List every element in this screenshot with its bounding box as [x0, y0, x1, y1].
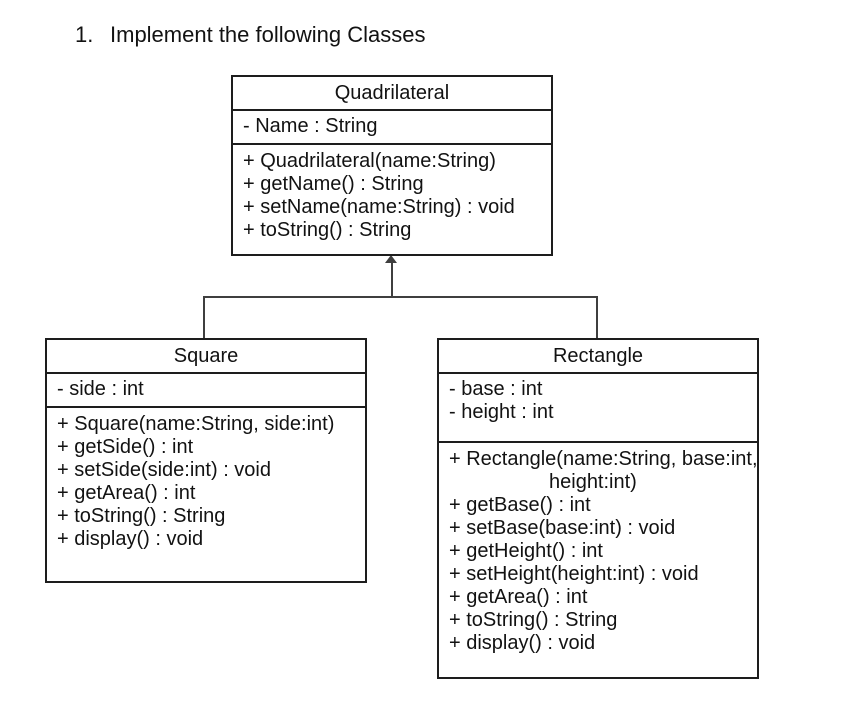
- attribute-line: - side : int: [57, 378, 144, 400]
- rectangle-connector-line: [596, 296, 598, 338]
- method-line: + setName(name:String) : void: [243, 196, 515, 218]
- method-line: + getArea() : int: [57, 482, 196, 504]
- exercise-heading: 1. Implement the following Classes: [75, 22, 425, 48]
- attributes-section: - side : int: [47, 374, 365, 408]
- methods-section: + Quadrilateral(name:String) + getName()…: [233, 145, 551, 254]
- class-name: Square: [47, 340, 365, 374]
- method-line: + getHeight() : int: [449, 540, 603, 562]
- method-line: + getBase() : int: [449, 494, 591, 516]
- exercise-number: 1.: [75, 22, 94, 47]
- inheritance-arrowhead-icon: [385, 255, 397, 263]
- method-line: + display() : void: [449, 632, 596, 654]
- methods-section: + Rectangle(name:String, base:int, heigh…: [439, 443, 757, 677]
- method-line: + setBase(base:int) : void: [449, 517, 676, 539]
- methods-section: + Square(name:String, side:int) + getSid…: [47, 408, 365, 581]
- method-line: + Quadrilateral(name:String): [243, 150, 496, 172]
- attribute-line: - base : int: [449, 378, 543, 400]
- method-line-continuation: height:int): [549, 471, 637, 493]
- exercise-title: Implement the following Classes: [110, 22, 426, 47]
- method-line: + display() : void: [57, 528, 204, 550]
- method-line: + toString() : String: [57, 505, 226, 527]
- class-box-square: Square - side : int + Square(name:String…: [45, 338, 367, 583]
- method-line: + getSide() : int: [57, 436, 194, 458]
- class-box-rectangle: Rectangle - base : int - height : int + …: [437, 338, 759, 679]
- method-line: + Square(name:String, side:int): [57, 413, 335, 435]
- method-line: + setSide(side:int) : void: [57, 459, 271, 481]
- square-connector-line: [203, 296, 205, 338]
- class-name: Rectangle: [439, 340, 757, 374]
- method-line: + toString() : String: [449, 609, 618, 631]
- method-line: + getArea() : int: [449, 586, 588, 608]
- method-line: + getName() : String: [243, 173, 424, 195]
- class-name: Quadrilateral: [233, 77, 551, 111]
- method-line: + Rectangle(name:String, base:int,: [449, 448, 757, 470]
- inheritance-horizontal-line: [203, 296, 598, 298]
- attributes-section: - Name : String: [233, 111, 551, 145]
- attribute-line: - height : int: [449, 401, 554, 423]
- class-box-quadrilateral: Quadrilateral - Name : String + Quadrila…: [231, 75, 553, 256]
- attributes-section: - base : int - height : int: [439, 374, 757, 443]
- inheritance-stem-line: [391, 261, 393, 298]
- method-line: + setHeight(height:int) : void: [449, 563, 699, 585]
- method-line: + toString() : String: [243, 219, 412, 241]
- attribute-line: - Name : String: [243, 115, 378, 137]
